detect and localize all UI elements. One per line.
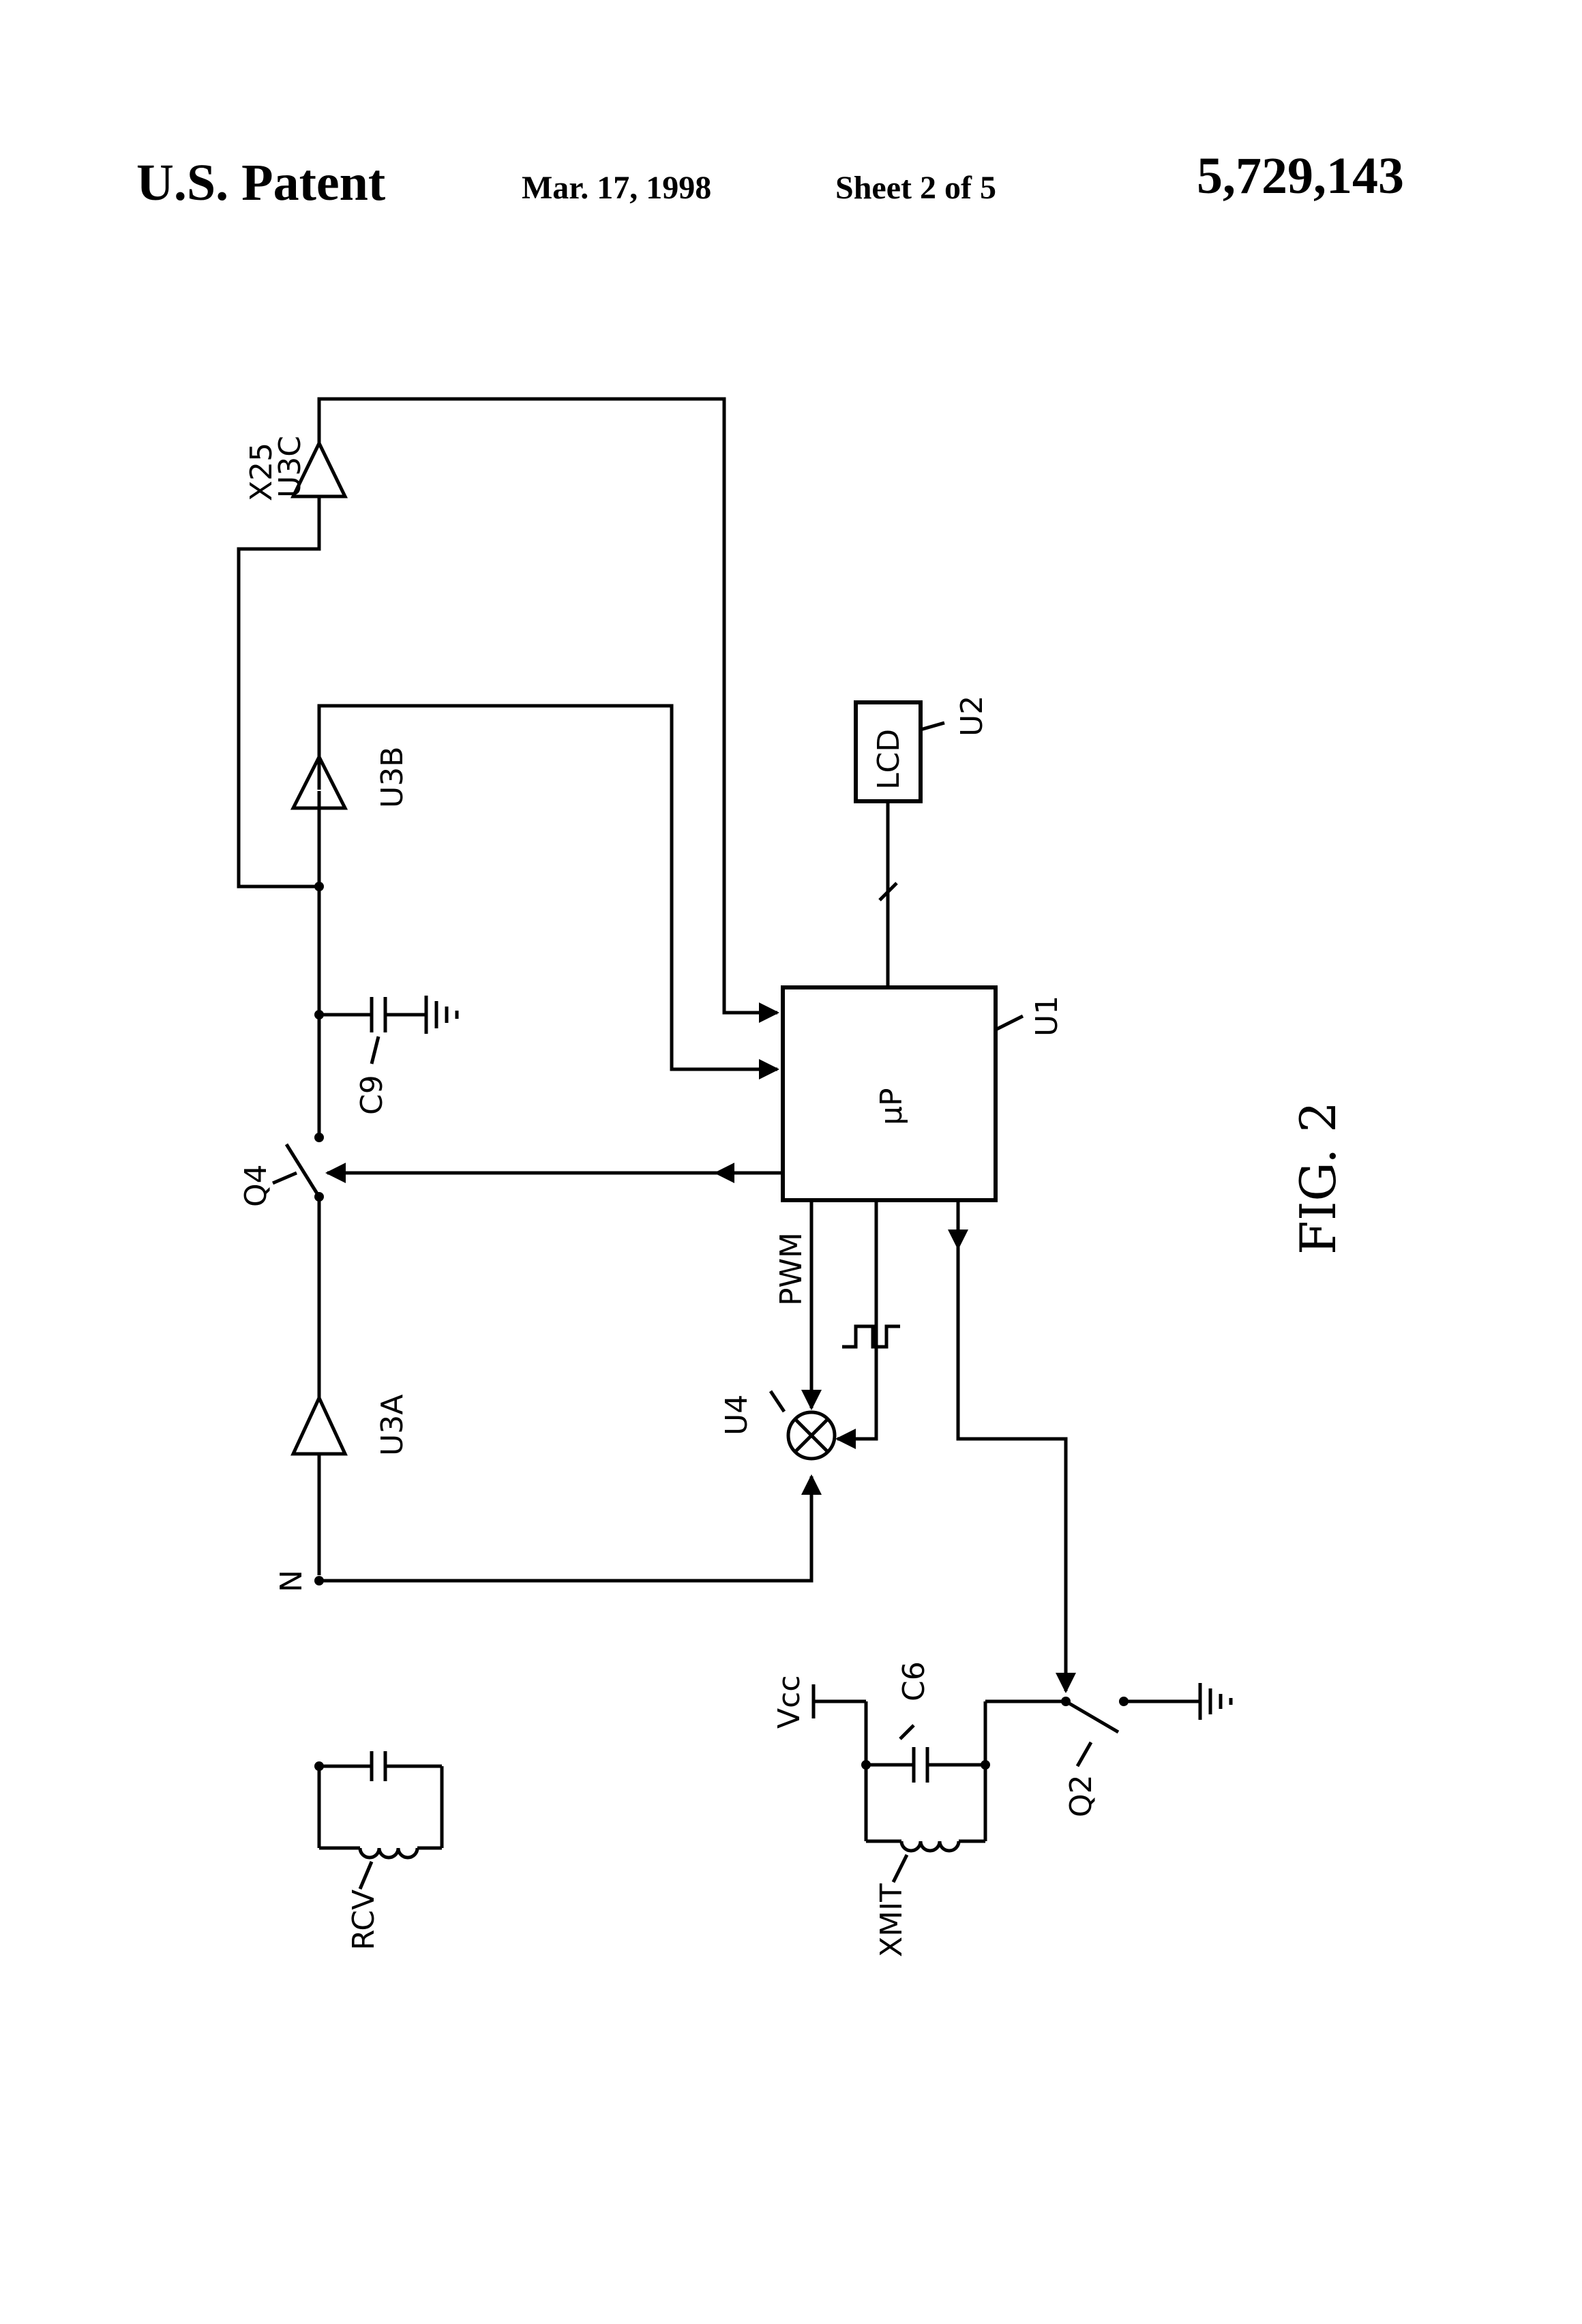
label-u3a: U3A [375,1395,410,1456]
svg-text:LCD: LCD [871,729,906,790]
rcv-tank-circuit [317,1751,444,1890]
label-rcv: RCV [346,1890,381,1950]
svg-text:µP: µP [874,1088,909,1125]
label-xmit: XMIT [874,1883,909,1957]
label-lcd: LCD [871,729,906,790]
mixer-u4 [768,1390,837,1461]
svg-text:C9: C9 [355,1075,389,1115]
svg-text:U3B: U3B [375,747,410,808]
svg-text:Q2: Q2 [1064,1774,1099,1817]
microprocessor-u1 [781,985,998,1202]
amplifier-u3c [290,439,348,498]
lcd-display-u2 [854,700,923,803]
u3c-output-wire [317,397,779,1023]
svg-text:U4: U4 [719,1395,754,1435]
patent-date: Mar. 17, 1998 [522,170,712,206]
label-u3b: U3B [375,747,410,808]
svg-text:PWM: PWM [774,1232,809,1306]
amplifier-u3a [290,1394,348,1456]
label-c9: C9 [355,1075,389,1115]
svg-text:RCV: RCV [346,1890,381,1950]
patent-number: 5,729,143 [1197,147,1404,205]
svg-text:Q4: Q4 [239,1164,273,1207]
label-u4: U4 [719,1395,754,1435]
switch-q4 [272,1133,324,1202]
label-n: N [274,1570,309,1592]
u3c-input-wire [237,496,321,889]
junction-dot-rcv [314,1761,324,1771]
switch-q2 [1061,1683,1233,1768]
capacitor-c9 [314,996,459,1064]
label-u3c: U3C [273,436,308,498]
svg-text:X25: X25 [244,443,279,501]
patent-title: U.S. Patent [136,154,386,211]
svg-text:C6: C6 [897,1661,931,1701]
label-vcc: Vcc [772,1675,807,1729]
label-q4: Q4 [239,1164,273,1207]
svg-text:FIG. 2: FIG. 2 [1289,1101,1347,1255]
svg-text:N: N [274,1570,309,1592]
label-c6: C6 [897,1661,931,1701]
n-to-mixer-wire [319,1474,822,1583]
label-up: µP [874,1088,909,1125]
label-pwm: PWM [774,1232,809,1306]
xmit-tank-circuit [811,1684,1066,1883]
svg-text:U1: U1 [1030,996,1064,1037]
label-u1: U1 [1030,996,1064,1037]
square-wave-icon [842,1324,900,1349]
label-u2: U2 [955,696,989,736]
label-q2: Q2 [1064,1774,1099,1817]
svg-text:U2: U2 [955,696,989,736]
figure-caption: FIG. 2 [1289,1101,1347,1255]
clock-wire [835,1200,878,1449]
label-x25: X25 [244,443,279,501]
u3b-output-wire [317,704,779,1079]
svg-text:Vcc: Vcc [772,1675,807,1729]
patent-sheet: Sheet 2 of 5 [835,170,996,206]
svg-text:U3A: U3A [375,1395,410,1456]
svg-text:XMIT: XMIT [874,1883,909,1957]
svg-text:U3C: U3C [273,436,308,498]
